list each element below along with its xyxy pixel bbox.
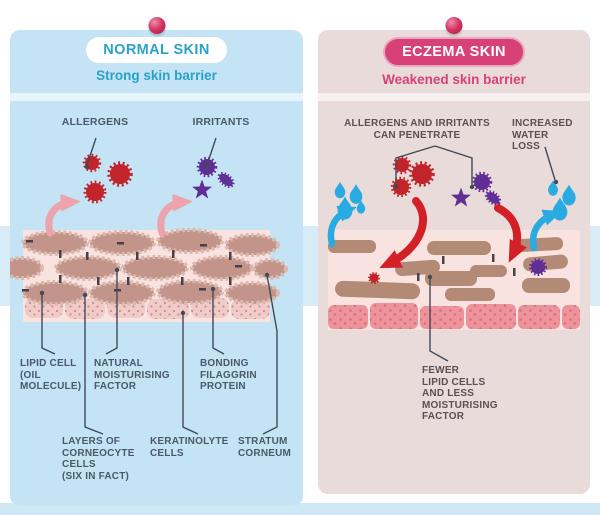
irritant-particles-icon [192,156,235,199]
panel-divider [318,93,590,101]
irritants-label: IRRITANTS [192,116,250,128]
penetrated-allergen-icon [368,272,380,284]
panel-divider [10,93,303,101]
allergens-irritants-penetrate-label: ALLERGENS AND IRRITANTS CAN PENETRATE [344,118,490,141]
background-bottom-strip [0,503,600,515]
sparse-lipid-dashes [417,254,516,281]
deflect-arrow-icon [45,193,193,237]
weakened-skin-barrier-graphic [328,230,580,330]
eczema-skin-subtitle: Weakened skin barrier [382,72,526,87]
pin-icon [445,17,463,34]
fewer-lipid-cells-label: FEWER LIPID CELLS AND LESS MOISTURISING … [422,365,498,422]
penetrated-irritant-icon [529,258,547,276]
stratum-corneum-label: STRATUM CORNEUM [238,436,292,459]
pin-icon [148,17,165,34]
allergen-particles-icon [390,155,435,198]
normal-skin-title: NORMAL SKIN [86,37,227,63]
eczema-skin-panel: ECZEMA SKIN Weakened skin barrier [318,17,590,494]
normal-skin-diagram [10,137,288,435]
normal-skin-subtitle: Strong skin barrier [96,68,217,83]
lipid-cell-label: LIPID CELL (OIL MOLECULE) [20,358,82,392]
pointer-lines [393,145,559,362]
water-loss-arrow-icon [327,205,562,252]
penetration-arrow-icon [379,197,527,269]
eczema-skin-title: ECZEMA SKIN [383,37,525,67]
normal-skin-header: NORMAL SKIN Strong skin barrier [10,30,303,93]
lipid-filaggrin-dashes [22,240,242,292]
allergens-label: ALLERGENS [61,116,129,128]
pointer-lines [39,137,278,435]
keratinolyte-cells-label: KERATINOLYTE CELLS [150,436,229,459]
normal-skin-panel: NORMAL SKIN Strong skin barrier [10,17,303,506]
skin-barrier-graphic [10,228,288,322]
irritant-particles-icon [451,171,502,207]
increased-water-loss-label: INCREASED WATER LOSS [512,118,573,152]
allergen-particles-icon [82,153,133,204]
corneocyte-layers-label: LAYERS OF CORNEOCYTE CELLS (SIX IN FACT) [62,436,135,482]
eczema-skin-header: ECZEMA SKIN Weakened skin barrier [318,30,590,93]
eczema-bottom-cells-row [328,303,580,329]
eczema-skin-diagram [327,145,580,362]
natural-moisturising-factor-label: NATURAL MOISTURISING FACTOR [94,358,170,392]
bonding-filaggrin-protein-label: BONDING FILAGGRIN PROTEIN [200,358,257,392]
